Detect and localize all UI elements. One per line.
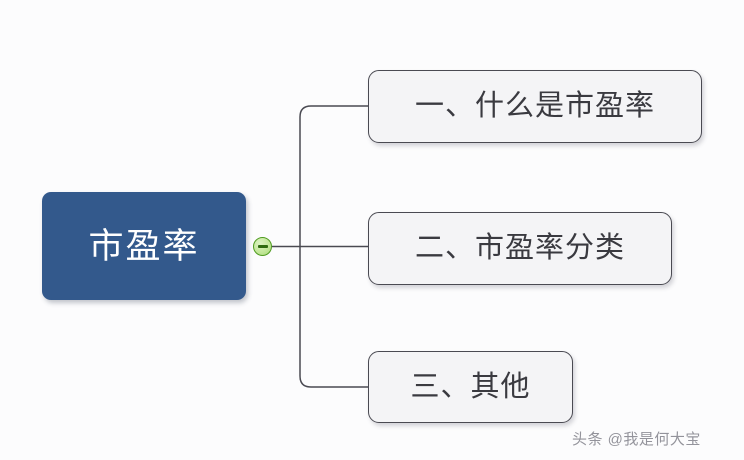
root-node[interactable]: 市盈率 — [42, 192, 246, 300]
root-node-label: 市盈率 — [88, 226, 200, 266]
branch-node-1-label: 一、什么是市盈率 — [414, 90, 655, 122]
branch-node-2[interactable]: 二、市盈率分类 — [368, 212, 672, 285]
branch-node-1[interactable]: 一、什么是市盈率 — [368, 70, 702, 143]
minus-circle-icon[interactable] — [253, 237, 272, 256]
branch-node-2-label: 二、市盈率分类 — [414, 232, 625, 264]
minus-bar — [257, 245, 268, 248]
branch-node-3-label: 三、其他 — [410, 370, 531, 403]
watermark-text: 头条 @我是何大宝 — [572, 431, 701, 448]
branch-node-3[interactable]: 三、其他 — [368, 351, 573, 423]
